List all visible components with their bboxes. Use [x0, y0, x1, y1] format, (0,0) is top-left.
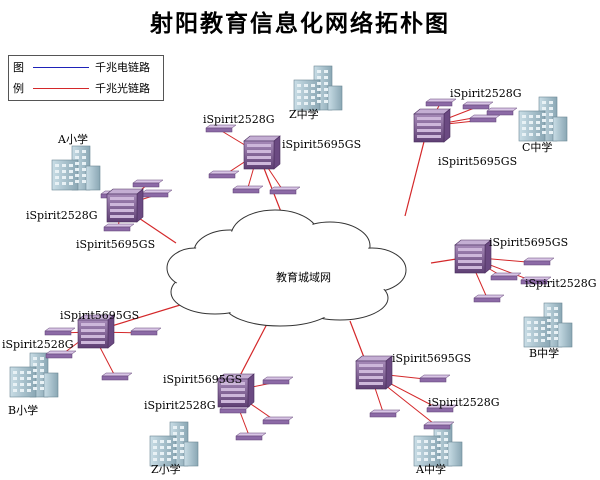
access-switch-b_primary-icon	[44, 327, 76, 336]
core-switch-z_middle-icon	[243, 135, 281, 170]
device-z_middle-0-icon	[208, 170, 240, 179]
legend-copper-label: 千兆电链路	[95, 61, 150, 74]
core-switch-z_primary-icon	[217, 373, 255, 408]
a-middle-access-switch-label: iSpirit2528G	[428, 396, 500, 409]
metro-cloud-icon	[166, 209, 407, 327]
legend-fiber-label: 千兆光链路	[95, 82, 150, 95]
z-primary-core-switch-label: iSpirit5695GS	[163, 373, 243, 386]
building-c_middle-icon	[518, 96, 568, 142]
device-b_middle-1-icon	[490, 272, 522, 281]
diagram-title: 射阳教育信息化网络拓朴图	[150, 10, 450, 37]
device-z_middle-2-icon	[232, 185, 264, 194]
access-switch-z_middle-icon	[205, 124, 237, 133]
building-z_primary-icon	[149, 421, 199, 467]
core-switch-a_middle-icon	[355, 355, 393, 390]
device-b_primary-0-icon	[45, 350, 77, 359]
z-middle-school-label: Z中学	[289, 108, 319, 121]
legend-heading-1: 图	[13, 61, 24, 74]
device-a_middle-2-icon	[423, 421, 455, 430]
legend-heading-2: 例	[13, 82, 24, 95]
core-switch-b_middle-icon	[454, 239, 492, 274]
a-primary-school-label: A小学	[58, 133, 88, 146]
b-primary-core-switch-label: iSpirit5695GS	[60, 309, 140, 322]
device-a_middle-1-icon	[426, 404, 458, 413]
building-b_primary-icon	[9, 352, 59, 398]
device-z_primary-2-icon	[262, 416, 294, 425]
access-switch-c_middle-icon	[425, 98, 457, 107]
legend-box: 图 例 千兆电链路 千兆光链路	[8, 55, 164, 101]
z-primary-access-switch-label: iSpirit2528G	[144, 399, 216, 412]
device-z_middle-1-icon	[269, 186, 301, 195]
a-middle-school-label: A中学	[416, 463, 446, 476]
a-primary-access-switch-label: iSpirit2528G	[26, 209, 98, 222]
device-a_primary-1-icon	[141, 189, 173, 198]
building-b_middle-icon	[523, 302, 573, 348]
c-middle-core-switch-label: iSpirit5695GS	[438, 155, 518, 168]
access-switch-b_middle-icon	[523, 257, 555, 266]
core-switch-a_primary-icon	[106, 188, 144, 223]
device-c_middle-0-icon	[462, 101, 494, 110]
c-middle-access-switch-label: iSpirit2528G	[450, 87, 522, 100]
device-b_primary-2-icon	[130, 327, 162, 336]
core-switch-b_primary-icon	[77, 314, 115, 349]
device-a_primary-0-icon	[132, 179, 164, 188]
a-middle-core-switch-label: iSpirit5695GS	[392, 352, 472, 365]
device-b_middle-2-icon	[473, 294, 505, 303]
legend-copper-line	[33, 67, 89, 68]
device-c_middle-2-icon	[486, 107, 518, 116]
device-a_middle-0-icon	[369, 409, 401, 418]
b-middle-core-switch-label: iSpirit5695GS	[489, 236, 569, 249]
z-middle-access-switch-label: iSpirit2528G	[203, 113, 275, 126]
b-middle-access-switch-label: iSpirit2528G	[525, 277, 597, 290]
a-primary-core-switch-label: iSpirit5695GS	[76, 238, 156, 251]
device-z_primary-1-icon	[235, 432, 267, 441]
legend-fiber-line	[33, 88, 89, 89]
b-primary-access-switch-label: iSpirit2528G	[2, 338, 74, 351]
b-primary-school-label: B小学	[8, 404, 39, 417]
metro-network-label: 教育城域网	[276, 271, 331, 284]
device-z_primary-0-icon	[262, 376, 294, 385]
device-a_primary-2-icon	[103, 223, 135, 232]
b-middle-school-label: B中学	[529, 347, 560, 360]
core-switch-c_middle-icon	[413, 108, 451, 143]
device-b_middle-0-icon	[520, 276, 552, 285]
z-primary-school-label: Z小学	[151, 463, 181, 476]
building-a_primary-icon	[51, 145, 101, 191]
z-middle-core-switch-label: iSpirit5695GS	[282, 138, 362, 151]
device-c_middle-1-icon	[469, 114, 501, 123]
device-b_primary-1-icon	[101, 372, 133, 381]
building-z_middle-icon	[293, 65, 343, 111]
access-switch-a_middle-icon	[419, 374, 451, 383]
c-middle-school-label: C中学	[522, 141, 553, 154]
